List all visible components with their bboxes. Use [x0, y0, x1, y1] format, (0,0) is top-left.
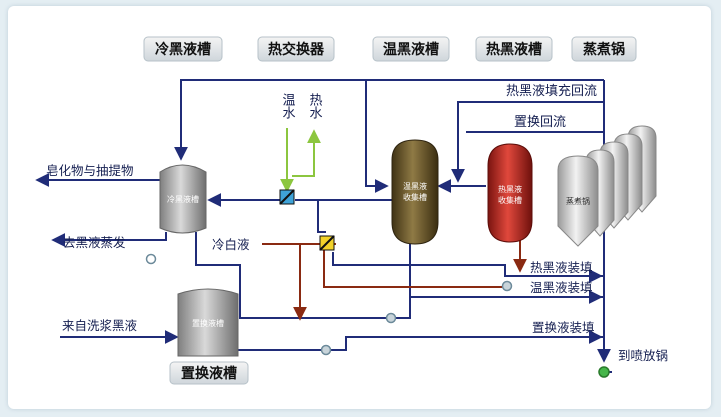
from-washing-label: 来自洗浆黑液: [62, 318, 138, 333]
cold-tank-bottom-line: [195, 232, 388, 319]
hot-fill-label: 热黑液装填: [530, 260, 593, 275]
warm-tank-top-feed: [365, 80, 389, 193]
displacement-fill-label: 置换液装填: [532, 320, 595, 335]
header-cold-black-liquor-tank-label: 冷黑液槽: [155, 41, 211, 58]
warm-fill-label: 温黑液装填: [530, 280, 593, 295]
pump-evaporation: [145, 253, 157, 265]
hot-fill-return-label: 热黑液填充回流: [506, 83, 597, 99]
warm-tank-label-2: 收集槽: [403, 192, 427, 202]
cold-white-liquor-label: 冷白液: [212, 237, 250, 252]
digester-vessel: 蒸煮锅: [557, 155, 599, 247]
header-warm-black-liquor-tank-label: 温黑液槽: [383, 41, 439, 58]
header-displacement-tank-label: 置换液槽: [181, 365, 237, 382]
header-hot-black-liquor-tank: 热黑液槽: [475, 36, 553, 62]
header-displacement-tank: 置换液槽: [169, 361, 249, 385]
exchanger-lower-path: [295, 199, 326, 233]
header-warm-black-liquor-tank: 温黑液槽: [372, 36, 450, 62]
warm-water-label-1: 温水: [280, 93, 296, 119]
warm-fill-line: [394, 296, 604, 319]
heat-exchanger-lower: [319, 235, 335, 251]
displacement-liquor-tank: 置换液槽: [177, 288, 239, 357]
header-hot-black-liquor-tank-label: 热黑液槽: [486, 41, 542, 58]
header-heat-exchanger-label: 热交换器: [268, 41, 325, 58]
white-liquor-lines: [262, 228, 527, 321]
soap-extract-label: 皂化物与抽提物: [46, 163, 134, 178]
digester-label: 蒸煮锅: [566, 196, 590, 206]
cold-tank-label: 冷黑液槽: [167, 194, 199, 204]
warm-black-liquor-tank: 温黑液 收集槽: [391, 139, 439, 245]
pump-warm-fill: [385, 312, 397, 324]
water-lines: [280, 128, 321, 193]
hot-black-liquor-tank: 热黑液 收集槽: [487, 143, 533, 243]
pump-displacement: [320, 344, 332, 356]
to-evaporation-label: 去黑液蒸发: [63, 235, 126, 250]
flow-lines: [35, 79, 612, 373]
displacement-fill-line-2: [330, 336, 604, 351]
heat-exchanger-upper: [279, 189, 295, 205]
cold-black-liquor-tank: 冷黑液槽: [159, 164, 207, 234]
evaporation-line: [51, 232, 167, 247]
warm-tank-label-1: 温黑液: [403, 181, 427, 191]
digester-bank: 蒸煮锅: [557, 125, 657, 247]
return-line-top: [174, 79, 604, 161]
pump-hot-fill: [501, 280, 513, 292]
to-blow-tank-label: 到喷放锅: [618, 348, 668, 363]
displacement-return-label: 置换回流: [514, 115, 566, 130]
hot-tank-label-2: 收集槽: [498, 195, 522, 205]
header-heat-exchanger: 热交换器: [257, 36, 335, 62]
header-digester: 蒸煮锅: [571, 36, 637, 62]
hot-water-label-1: 热水: [307, 93, 323, 119]
displacement-tank-label: 置换液槽: [192, 318, 224, 328]
hot-tank-label-1: 热黑液: [498, 184, 522, 194]
hot-fill-return-line: [451, 101, 604, 183]
header-digester-label: 蒸煮锅: [583, 41, 625, 58]
header-cold-black-liquor-tank: 冷黑液槽: [143, 36, 223, 62]
hot-water-line: [292, 129, 321, 177]
pump-blow: [598, 366, 610, 378]
